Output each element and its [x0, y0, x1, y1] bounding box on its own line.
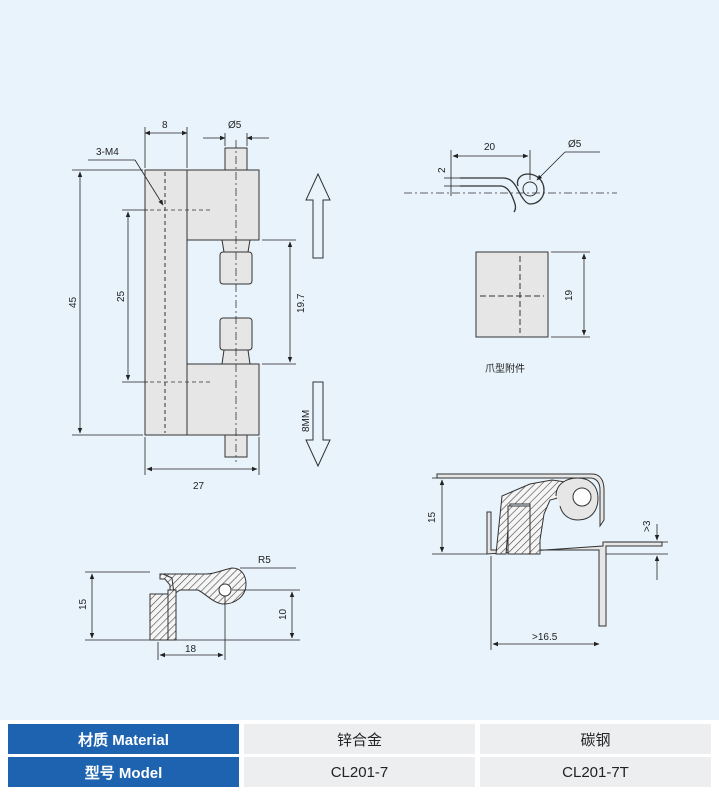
dim-width-total: 27 [193, 481, 205, 492]
dim-gap: 19.7 [296, 293, 307, 313]
material-zinc: 锌合金 [244, 724, 475, 754]
dim-width-top: 8 [162, 120, 168, 131]
install-view [432, 473, 668, 650]
clip-dim-dia: Ø5 [568, 139, 582, 150]
install-dim-gap: >3 [642, 520, 653, 532]
install-dim-height: 15 [427, 511, 438, 523]
dim-hole-spacing: 25 [116, 290, 127, 302]
spec-table: 材质 Material 锌合金 碳钢 型号 Model CL201-7 CL20… [8, 721, 711, 790]
arrow-up-icon [305, 172, 331, 259]
model-zinc: CL201-7 [244, 757, 475, 787]
clip-dim-thickness: 2 [437, 167, 448, 173]
model-row: 型号 Model CL201-7 CL201-7T [8, 757, 711, 787]
material-label: 材质 Material [8, 724, 239, 754]
model-label: 型号 Model [8, 757, 239, 787]
hinge-section-view [85, 567, 300, 660]
material-row: 材质 Material 锌合金 碳钢 [8, 724, 711, 754]
model-carbon: CL201-7T [480, 757, 711, 787]
clip-side-view [404, 150, 617, 213]
hinge-lower-knuckle [186, 363, 260, 436]
clip-caption: 爪型附件 [485, 362, 525, 375]
dim-height-total: 45 [68, 296, 79, 308]
hinge-front-view [144, 140, 260, 462]
section-dim-radius: R5 [258, 555, 271, 566]
install-frame [486, 511, 663, 627]
front-view-dimensions [72, 127, 296, 475]
technical-drawing: 8 Ø5 3-M4 45 25 19.7 27 8MM 20 2 Ø5 19 [68, 120, 668, 660]
install-door-panel [436, 473, 605, 528]
dim-pin-dia: Ø5 [228, 120, 242, 131]
label-thread: 3-M4 [96, 147, 119, 158]
material-carbon: 碳钢 [480, 724, 711, 754]
section-dim-pivot: 10 [278, 608, 289, 620]
clip-dim-length: 20 [484, 142, 496, 153]
hinge-upper-knuckle [186, 169, 260, 241]
hinge-left-leaf [144, 169, 188, 436]
arrow-down-icon [305, 381, 331, 468]
clip-front-view [475, 251, 590, 338]
travel-arrows [305, 172, 331, 468]
section-dim-height: 15 [78, 598, 89, 610]
section-dim-width: 18 [185, 644, 197, 655]
note-travel: 8MM [301, 410, 312, 432]
clip-profile [460, 173, 545, 205]
install-dim-reach: >16.5 [532, 632, 558, 643]
technical-drawing-panel: 8 Ø5 3-M4 45 25 19.7 27 8MM 20 2 Ø5 19 [0, 0, 719, 720]
clip-dim-height: 19 [564, 289, 575, 301]
